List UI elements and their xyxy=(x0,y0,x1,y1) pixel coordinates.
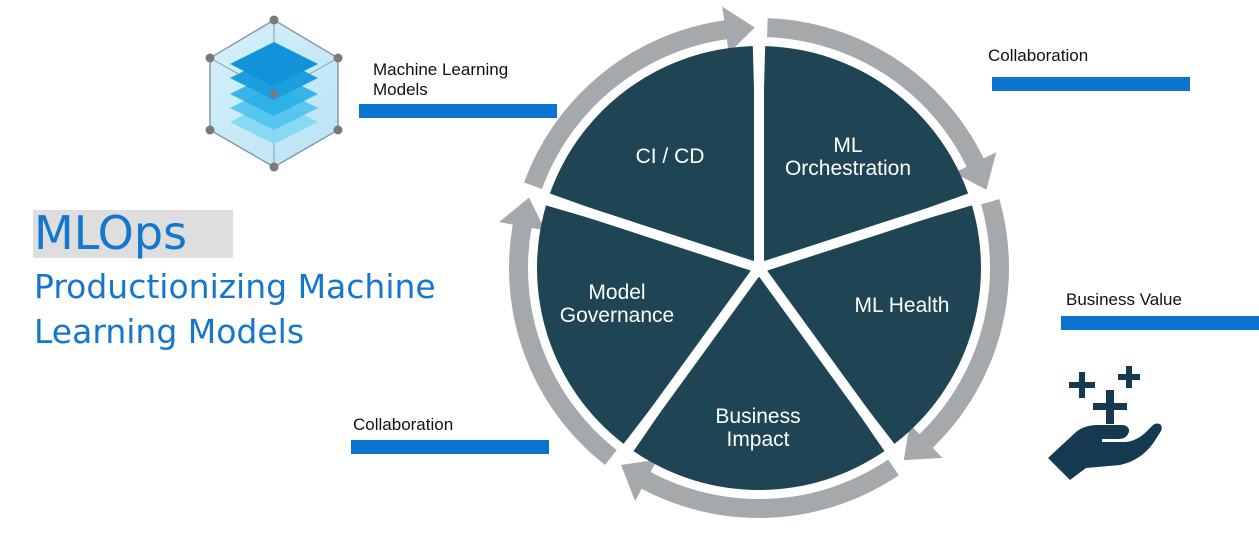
callout-bar-collaboration-bottom xyxy=(351,440,549,454)
cycle-segments xyxy=(536,42,981,490)
segment-ml-orchestration xyxy=(759,46,969,269)
callout-bar-business-value xyxy=(1061,316,1259,330)
cycle-arrow-3 xyxy=(621,459,899,519)
cycle-arrow-2 xyxy=(903,199,1010,461)
title-highlight-box xyxy=(33,210,233,258)
callout-collaboration-bottom: Collaboration xyxy=(353,415,454,434)
segment-business-impact xyxy=(633,268,885,490)
cycle-arrow-5 xyxy=(524,6,755,189)
subtitle-line-1: Productionizing Machine xyxy=(34,267,436,306)
segment-ci-cd xyxy=(549,46,759,269)
cycle-arrow-4 xyxy=(499,197,617,466)
hand-with-plus-signs-icon xyxy=(1048,366,1162,480)
callout-bar-ml-models xyxy=(359,104,557,118)
callout-collaboration-top: Collaboration xyxy=(988,46,1089,65)
subtitle-line-2: Learning Models xyxy=(34,312,305,351)
segment-label-health: ML Health xyxy=(855,294,950,317)
layered-cube-icon xyxy=(205,15,343,172)
callout-business-value: Business Value xyxy=(1066,290,1182,309)
segment-ml-health xyxy=(759,205,981,444)
callout-ml-models-line-1: Machine Learning xyxy=(373,60,509,79)
cycle-ring xyxy=(499,6,1010,519)
segment-label-cicd: CI / CD xyxy=(636,145,705,168)
page-title: MLOps xyxy=(34,206,188,260)
callout-bar-collaboration-top xyxy=(992,77,1190,91)
segment-model-governance xyxy=(536,205,759,444)
callout-ml-models-line-2: Models xyxy=(373,80,428,99)
cycle-arrow-1 xyxy=(767,18,997,190)
